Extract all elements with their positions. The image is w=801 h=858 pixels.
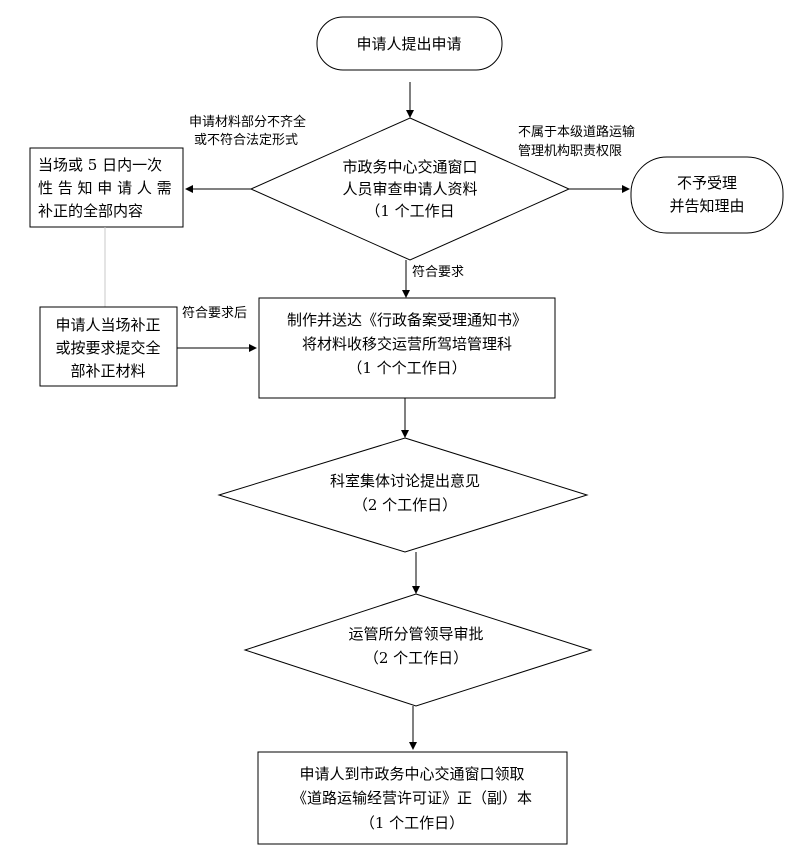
collect-line-1: 申请人到市政务中心交通窗口领取 — [299, 765, 524, 783]
supplement-box: 申请人当场补正 或按要求提交全 部补正材料 — [39, 306, 178, 387]
collect-box: 申请人到市政务中心交通窗口领取 《道路运输经营许可证》正（副）本 （1 个工作日… — [257, 751, 568, 845]
start-node: 申请人提出申请 — [316, 16, 503, 71]
notify-line-3: 补正的全部内容 — [38, 202, 143, 220]
reject-node: 不予受理 并告知理由 — [630, 156, 784, 234]
supplement-line-1: 申请人当场补正 — [55, 316, 160, 334]
supplement-line-3: 部补正材料 — [70, 362, 145, 380]
notice-line-1: 制作并送达《行政备案受理通知书》 — [287, 311, 527, 329]
edge-label-incomplete-2: 或不符合法定形式 — [194, 132, 298, 148]
discussion-line-2: （2 个工作日） — [353, 496, 457, 514]
collect-line-3: （1 个工作日） — [360, 814, 464, 832]
reject-line-2: 并告知理由 — [669, 197, 744, 215]
edge-label-incomplete-1: 申请材料部分不齐全 — [189, 114, 306, 130]
issue-notice-box: 制作并送达《行政备案受理通知书》 将材料收移交运营所驾培管理科 （1 个个工作日… — [258, 297, 556, 399]
notify-supplement-box: 当场或 5 日内一次 性 告 知 申 请 人 需 补正的全部内容 — [29, 147, 184, 228]
notice-line-3: （1 个个工作日） — [347, 359, 466, 377]
approval-line-2: （2 个工作日） — [364, 649, 468, 667]
approval-decision: 运管所分管领导审批 （2 个工作日） — [243, 593, 593, 707]
start-line-1: 申请人提出申请 — [356, 35, 461, 53]
reject-line-1: 不予受理 — [677, 174, 737, 192]
review-line-1: 市政务中心交通窗口 — [342, 158, 477, 176]
collect-line-2: 《道路运输经营许可证》正（副）本 — [292, 789, 532, 807]
discussion-decision: 科室集体讨论提出意见 （2 个工作日） — [217, 437, 589, 553]
notice-line-2: 将材料收移交运营所驾培管理科 — [302, 335, 512, 353]
discussion-line-1: 科室集体讨论提出意见 — [330, 472, 480, 490]
edge-label-meets-after: 符合要求后 — [182, 305, 247, 321]
notify-line-1: 当场或 5 日内一次 — [38, 156, 162, 174]
review-line-2: 人员审查申请人资料 — [342, 180, 477, 198]
edge-label-meets: 符合要求 — [412, 264, 464, 280]
notify-line-2: 性 告 知 申 请 人 需 — [38, 179, 172, 197]
edge-label-out-of-scope-1: 不属于本级道路运输 — [518, 124, 635, 140]
edge-label-out-of-scope-2: 管理机构职责权限 — [518, 143, 622, 159]
review-line-3: （1 个工作日 — [365, 202, 454, 220]
review-decision: 市政务中心交通窗口 人员审查申请人资料 （1 个工作日 — [249, 117, 571, 261]
svg-text:申请人提出申请: 申请人提出申请 — [356, 35, 461, 53]
approval-line-1: 运管所分管领导审批 — [348, 625, 483, 643]
supplement-line-2: 或按要求提交全 — [55, 339, 160, 357]
